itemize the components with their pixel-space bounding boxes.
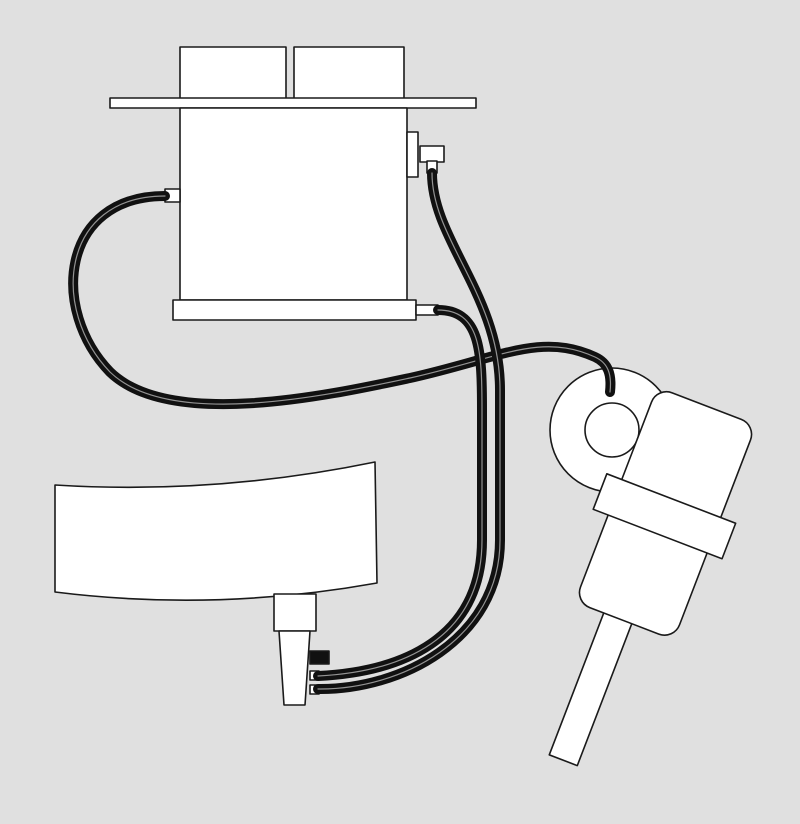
right-fitting — [419, 145, 445, 163]
sensor-probe — [548, 367, 753, 767]
base-flange — [172, 299, 417, 321]
sensor-clamp-band — [592, 473, 737, 560]
side-bracket — [406, 131, 419, 178]
connector-body — [278, 630, 311, 706]
relay-block-left — [179, 46, 287, 100]
hose-right-port-to-connector — [313, 168, 505, 695]
control-unit — [109, 46, 477, 321]
curved-panel — [54, 461, 378, 601]
relay-block-right — [293, 46, 405, 100]
mounting-plate — [109, 97, 477, 109]
hose-bottom-port-to-connector — [313, 305, 487, 681]
hose-left-port-to-sensor — [68, 191, 616, 410]
sensor-ring-hole — [584, 402, 640, 458]
connector-port-top — [309, 650, 330, 665]
connector-collar — [273, 593, 317, 632]
control-unit-body — [179, 107, 408, 301]
